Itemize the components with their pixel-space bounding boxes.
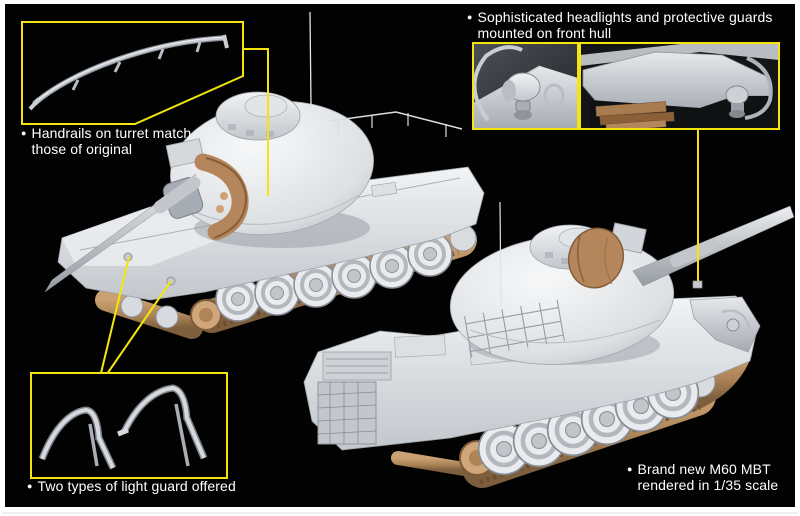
mantlet-fold — [577, 235, 585, 283]
lower-tank-front-fender — [689, 296, 761, 353]
upper-tank-render — [44, 11, 485, 339]
upper-tank-turret-seam — [189, 194, 361, 225]
fender-bracket — [692, 280, 703, 289]
bullet-icon: ● — [21, 128, 27, 138]
headlight-guard-tube — [473, 45, 523, 122]
upper-tank-equipment-box — [165, 138, 205, 168]
headlight-body — [725, 85, 749, 105]
handrail-callout-line — [243, 48, 269, 196]
headlight-guard-tube — [744, 56, 773, 120]
lower-tank-antenna — [499, 201, 502, 308]
mantlet-fold — [604, 237, 613, 285]
turret-bustle-rack — [463, 299, 565, 358]
note-headlights: ● Sophisticated headlights and protectiv… — [467, 9, 773, 41]
guard-ring — [543, 83, 565, 109]
lower-tank-turret-seam — [469, 319, 661, 344]
vision-block — [228, 124, 236, 130]
upper-tank-cupola-hatch — [244, 94, 288, 118]
lower-tank-headlight-guard — [721, 309, 752, 331]
upper-tank-mantlet-cover — [194, 153, 249, 241]
inset-track-brown — [595, 101, 675, 129]
bullet-icon: ● — [27, 481, 33, 491]
headlight-mount — [729, 110, 745, 118]
upper-tank-sprocket-hub — [199, 308, 213, 322]
headlight-inset-right — [580, 43, 779, 129]
bullet-icon: ● — [627, 464, 633, 474]
mantlet-button — [220, 192, 228, 200]
light-guard-callout — [30, 256, 228, 479]
note-brand: ● Brand new M60 MBT rendered in 1/35 sca… — [627, 461, 779, 493]
upper-tank-far-wheel — [155, 305, 179, 329]
light-guard-callout-line-right — [106, 280, 172, 375]
stowage-box — [394, 334, 446, 358]
lower-tank-rear-grille — [317, 351, 392, 445]
headlight-inset-right-border — [579, 42, 780, 130]
lower-tank-render — [303, 201, 795, 488]
handrail-callout — [21, 21, 269, 196]
handrail-part — [28, 34, 229, 111]
upper-tank-antenna — [309, 11, 312, 107]
vision-block — [545, 252, 553, 258]
vision-block — [561, 258, 569, 264]
headlight-inset-left-border — [472, 42, 579, 130]
note-handrails-line2: those of original — [31, 140, 133, 157]
bullet-icon: ● — [467, 12, 473, 22]
headlight-mount — [514, 110, 532, 120]
headlight-base — [515, 100, 531, 112]
upper-tank-bore-evacuator — [153, 176, 201, 214]
vision-block — [266, 131, 274, 137]
handrail-callout-box — [21, 21, 244, 125]
note-brand-line1: Brand new M60 MBT — [637, 461, 771, 477]
upper-tank-mantlet-edge — [205, 157, 248, 239]
note-light-guards-line1: Two types of light guard offered — [37, 478, 236, 494]
lower-tank-far-track — [391, 451, 477, 477]
mantlet-button — [216, 205, 224, 213]
note-handrails-line1: Handrails on turret match — [31, 125, 192, 141]
deck-railing — [329, 111, 463, 130]
lower-tank-headlight — [726, 318, 740, 332]
note-brand-line2: rendered in 1/35 scale — [637, 476, 779, 493]
note-light-guards: ● Two types of light guard offered — [27, 478, 236, 495]
light-guard-callout-line-left — [100, 256, 130, 374]
note-headlights-line1: Sophisticated headlights and protective … — [477, 9, 773, 25]
upper-tank-hatch — [371, 181, 398, 198]
note-headlights-line2: mounted on front hull — [477, 24, 612, 41]
lower-tank-mantlet-cover — [567, 227, 625, 289]
light-guard-parts — [38, 384, 208, 470]
headlight-base — [731, 103, 744, 112]
lower-tank-bore-evacuator — [670, 239, 718, 267]
note-handrails: ● Handrails on turret match those of ori… — [21, 125, 192, 157]
headlight-lens-side — [502, 80, 516, 102]
vision-block — [246, 130, 254, 136]
headlight-inset-left — [473, 43, 578, 129]
